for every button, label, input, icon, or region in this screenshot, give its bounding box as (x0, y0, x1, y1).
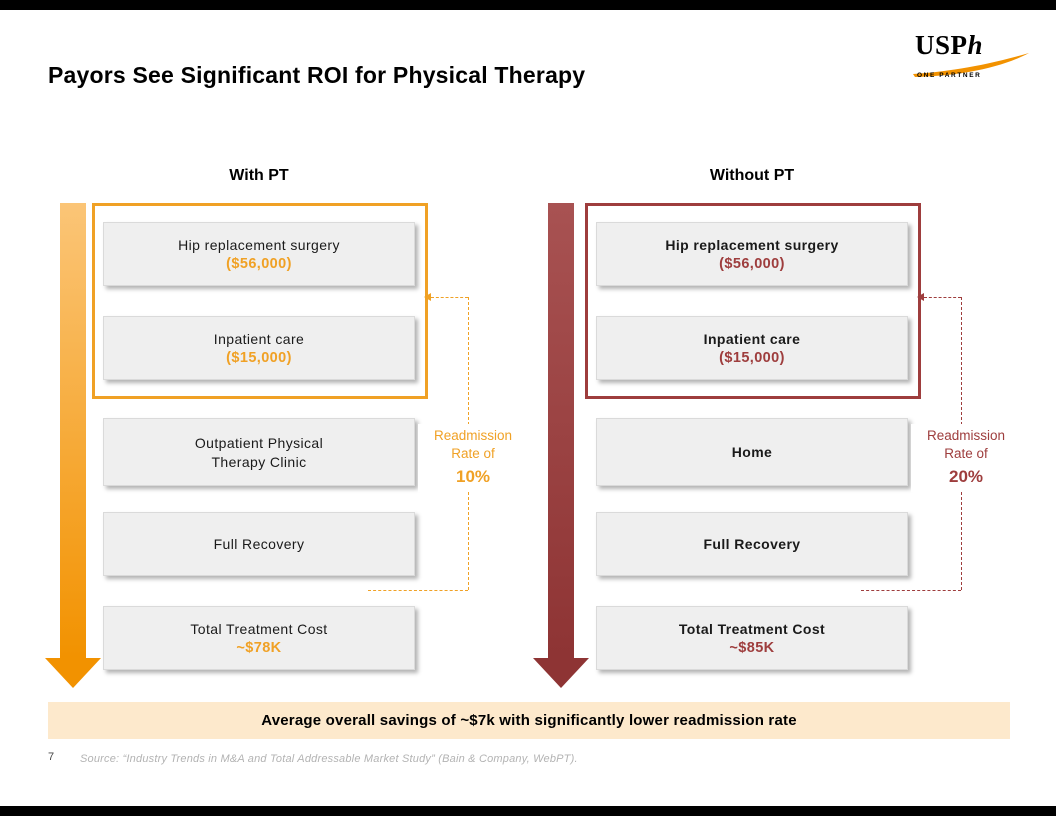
box-label: Home (731, 444, 773, 460)
logo-h: h (967, 30, 984, 60)
box-home: Home (596, 418, 908, 486)
box-label: Total Treatment Cost (678, 620, 826, 637)
without-pt-readmission-note: Readmission Rate of 20% (911, 424, 1021, 493)
box-label: Therapy Clinic (211, 453, 307, 470)
slide-title: Payors See Significant ROI for Physical … (48, 62, 586, 88)
logo-wordmark: USPh (915, 30, 1035, 61)
page-number: 7 (48, 751, 55, 763)
box-value: ~$85K (729, 639, 775, 656)
box-label: Inpatient care (703, 330, 801, 347)
box-label: Hip replacement surgery (178, 236, 340, 253)
without-pt-heading: Without PT (709, 167, 795, 184)
box-label: Inpatient care (213, 330, 305, 347)
box-value: ($56,000) (226, 255, 292, 272)
logo-usp: USP (915, 30, 968, 60)
box-inpatient-care-without-pt: Inpatient care ($15,000) (596, 316, 908, 380)
readmission-rate: 20% (948, 467, 984, 487)
source-note: Source: “Industry Trends in M&A and Tota… (80, 753, 578, 765)
box-label: Hip replacement surgery (665, 236, 839, 253)
readmission-label: Rate of (451, 446, 495, 462)
box-hip-surgery-without-pt: Hip replacement surgery ($56,000) (596, 222, 908, 286)
without-pt-arrow (548, 203, 574, 658)
readmission-label: Readmission (433, 428, 513, 443)
box-value: ($15,000) (719, 349, 785, 366)
with-pt-connector-top (431, 297, 468, 298)
box-label: Total Treatment Cost (190, 620, 328, 637)
readmission-label: Rate of (944, 446, 988, 462)
bottom-bar (0, 806, 1056, 816)
with-pt-heading: With PT (229, 167, 289, 184)
box-total-cost-with-pt: Total Treatment Cost ~$78K (103, 606, 415, 670)
without-pt-connector-bottom (861, 590, 961, 591)
readmission-rate: 10% (455, 467, 491, 487)
left-arrow-icon (424, 293, 431, 301)
box-value: ~$78K (236, 639, 282, 656)
with-pt-readmission-note: Readmission Rate of 10% (418, 424, 528, 493)
with-pt-arrowhead-icon (45, 658, 101, 688)
box-label: Outpatient Physical (194, 434, 324, 451)
with-pt-connector-bottom (368, 590, 468, 591)
box-value: ($56,000) (719, 255, 785, 272)
top-bar (0, 0, 1056, 10)
logo-swoosh-icon (913, 53, 1029, 77)
readmission-label: Readmission (926, 428, 1006, 443)
box-outpatient-clinic: Outpatient Physical Therapy Clinic (103, 418, 415, 486)
with-pt-arrow (60, 203, 86, 658)
usph-logo: USPh ONE PARTNER (913, 30, 1035, 80)
without-pt-group-box (585, 203, 921, 399)
without-pt-arrowhead-icon (533, 658, 589, 688)
box-label: Full Recovery (213, 536, 305, 552)
logo-tagline: ONE PARTNER (917, 72, 982, 79)
right-arrow-icon (917, 293, 924, 301)
box-hip-surgery-with-pt: Hip replacement surgery ($56,000) (103, 222, 415, 286)
box-inpatient-care-with-pt: Inpatient care ($15,000) (103, 316, 415, 380)
without-pt-connector-top (924, 297, 961, 298)
box-full-recovery-with-pt: Full Recovery (103, 512, 415, 576)
with-pt-group-box (92, 203, 428, 399)
box-label: Full Recovery (703, 536, 801, 552)
box-full-recovery-without-pt: Full Recovery (596, 512, 908, 576)
savings-banner: Average overall savings of ~$7k with sig… (48, 702, 1010, 739)
box-value: ($15,000) (226, 349, 292, 366)
box-total-cost-without-pt: Total Treatment Cost ~$85K (596, 606, 908, 670)
